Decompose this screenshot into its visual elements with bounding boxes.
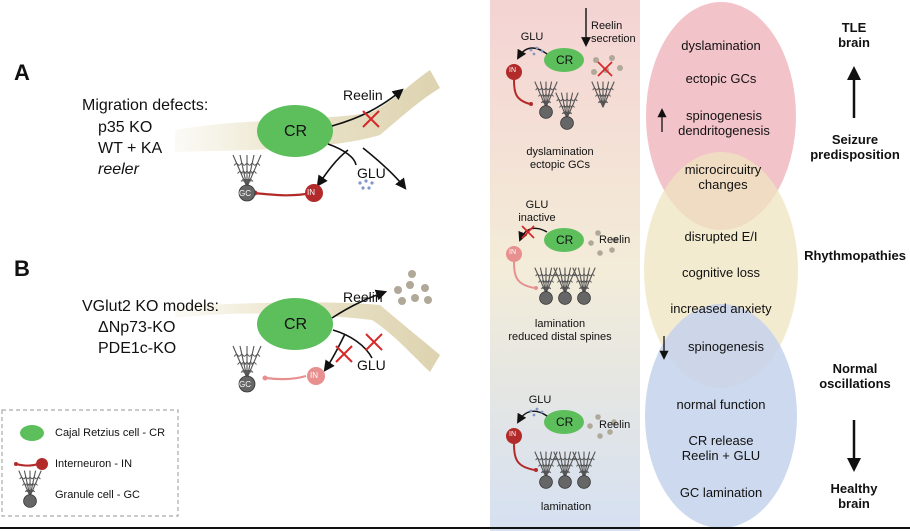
reelin-label: Reelin (343, 87, 383, 103)
granule-cell-icon (591, 81, 615, 108)
state3-caption: lamination (540, 501, 592, 513)
reelin-arrow (331, 289, 388, 319)
panel-b-model: PDE1c-KO (98, 340, 177, 357)
migration-band (175, 70, 440, 152)
panel-b-model: ΔNp73-KO (98, 319, 176, 336)
green-ellipse-icon (20, 425, 44, 441)
state-dyslamination (506, 8, 623, 130)
panel-a-model: WT + KA (98, 140, 163, 157)
in-label: IN (310, 371, 318, 380)
glu-dots (358, 179, 374, 190)
state1-cr: CR (556, 53, 574, 67)
glu-label: GLU (357, 165, 386, 181)
panel-b-letter: B (14, 256, 30, 281)
venn-top-item: dyslamination (681, 38, 761, 53)
outcome-rhythm: Rhythmopathies (804, 248, 906, 263)
granule-cell-icon (232, 345, 262, 393)
outcome-tle: TLE brain (838, 20, 870, 50)
glu-branch (332, 329, 373, 359)
panel-b-title: VGlut2 KO models: (82, 298, 219, 315)
panel-a-model: reeler (98, 161, 139, 178)
state2-reelin: Reelin (599, 234, 631, 246)
cr-label: CR (284, 123, 308, 140)
outcome-normal: Normal oscillations (819, 361, 891, 391)
legend-item-in: Interneuron - IN (55, 458, 133, 470)
state3-cr: CR (556, 415, 574, 429)
venn-bottom-item: GC lamination (679, 485, 763, 500)
venn-top-item: spinogenesis dendritogenesis (678, 108, 770, 138)
granule-cell-icon (534, 451, 558, 489)
big-down-arrow-icon (847, 420, 861, 472)
state-lamination-reduced (506, 225, 618, 305)
state2-cr: CR (556, 233, 574, 247)
panel-a-diagram (175, 70, 440, 202)
reelin-arrow (331, 88, 404, 127)
state3-glu: GLU (528, 394, 552, 406)
venn-middle-item: cognitive loss (681, 265, 761, 280)
state2-caption: lamination reduced distal spines (508, 318, 612, 343)
state3-in: IN (509, 431, 516, 438)
state1-in: IN (509, 67, 516, 74)
state3-reelin: Reelin (599, 419, 631, 431)
cr-cell (257, 105, 333, 157)
state1-caption: dyslamination ectopic GCs (526, 146, 594, 171)
interneuron-icon (14, 458, 48, 470)
state1-glu: GLU (520, 31, 544, 43)
interneuron-cell (305, 184, 323, 202)
venn-bottom-item: normal function (676, 397, 766, 412)
gc-label: GC (239, 380, 251, 389)
reelin-label: Reelin (343, 289, 383, 305)
state2-glu: GLU inactive (518, 199, 556, 224)
migration-band (175, 302, 440, 372)
glu-out-arrow (362, 147, 407, 190)
granule-cell-icon (572, 267, 596, 305)
interneuron-axon (253, 191, 313, 197)
legend-item-gc: Granule cell - GC (55, 489, 140, 501)
glu-label: GLU (357, 357, 386, 373)
outcome-seizure: Seizure predisposition (810, 132, 900, 162)
panel-a-title: Migration defects: (82, 97, 209, 114)
cross-icon (365, 333, 383, 351)
venn-overlap-top: microcircuitry changes (684, 162, 762, 192)
granule-cell-icon (553, 267, 577, 305)
granule-cell-icon (553, 451, 577, 489)
panel-a-letter: A (14, 60, 30, 85)
venn-top-item: ectopic GCs (685, 71, 757, 86)
panel-b-diagram (175, 270, 440, 393)
glu-branch (327, 143, 357, 166)
venn-bottom-item: CR release Reelin + GLU (681, 433, 761, 463)
cross-icon (362, 110, 380, 128)
venn-normal-ellipse (645, 304, 797, 528)
cross-icon (335, 345, 353, 363)
reelin-dots (394, 270, 432, 305)
state-lamination-normal (506, 407, 617, 489)
state1-reelin: Reelin secretion (591, 20, 636, 45)
outcome-healthy: Healthy brain (830, 481, 878, 511)
venn-middle-item: increased anxiety (670, 301, 772, 316)
state2-in: IN (509, 249, 516, 256)
venn-middle-item: disrupted E/I (684, 229, 758, 244)
interneuron-cell (307, 367, 325, 385)
granule-cell-icon (18, 470, 42, 508)
interneuron-axon (265, 374, 307, 381)
granule-cell-icon (534, 267, 558, 305)
cr-label: CR (284, 316, 308, 333)
granule-cell-icon (572, 451, 596, 489)
legend-item-cr: Cajal Retzius cell - CR (55, 427, 166, 439)
gc-label: GC (239, 189, 251, 198)
in-label: IN (307, 188, 315, 197)
granule-cell-icon (232, 154, 262, 202)
venn-diagram (644, 2, 798, 528)
big-up-arrow-icon (847, 66, 861, 118)
cr-cell (257, 298, 333, 350)
panel-a-model: p35 KO (98, 119, 153, 136)
glu-to-in-arrow (323, 333, 346, 372)
glu-to-in-arrow (316, 149, 349, 187)
venn-overlap-bottom: spinogenesis (688, 339, 764, 354)
granule-cell-icon (555, 92, 579, 130)
granule-cell-icon (534, 81, 558, 119)
